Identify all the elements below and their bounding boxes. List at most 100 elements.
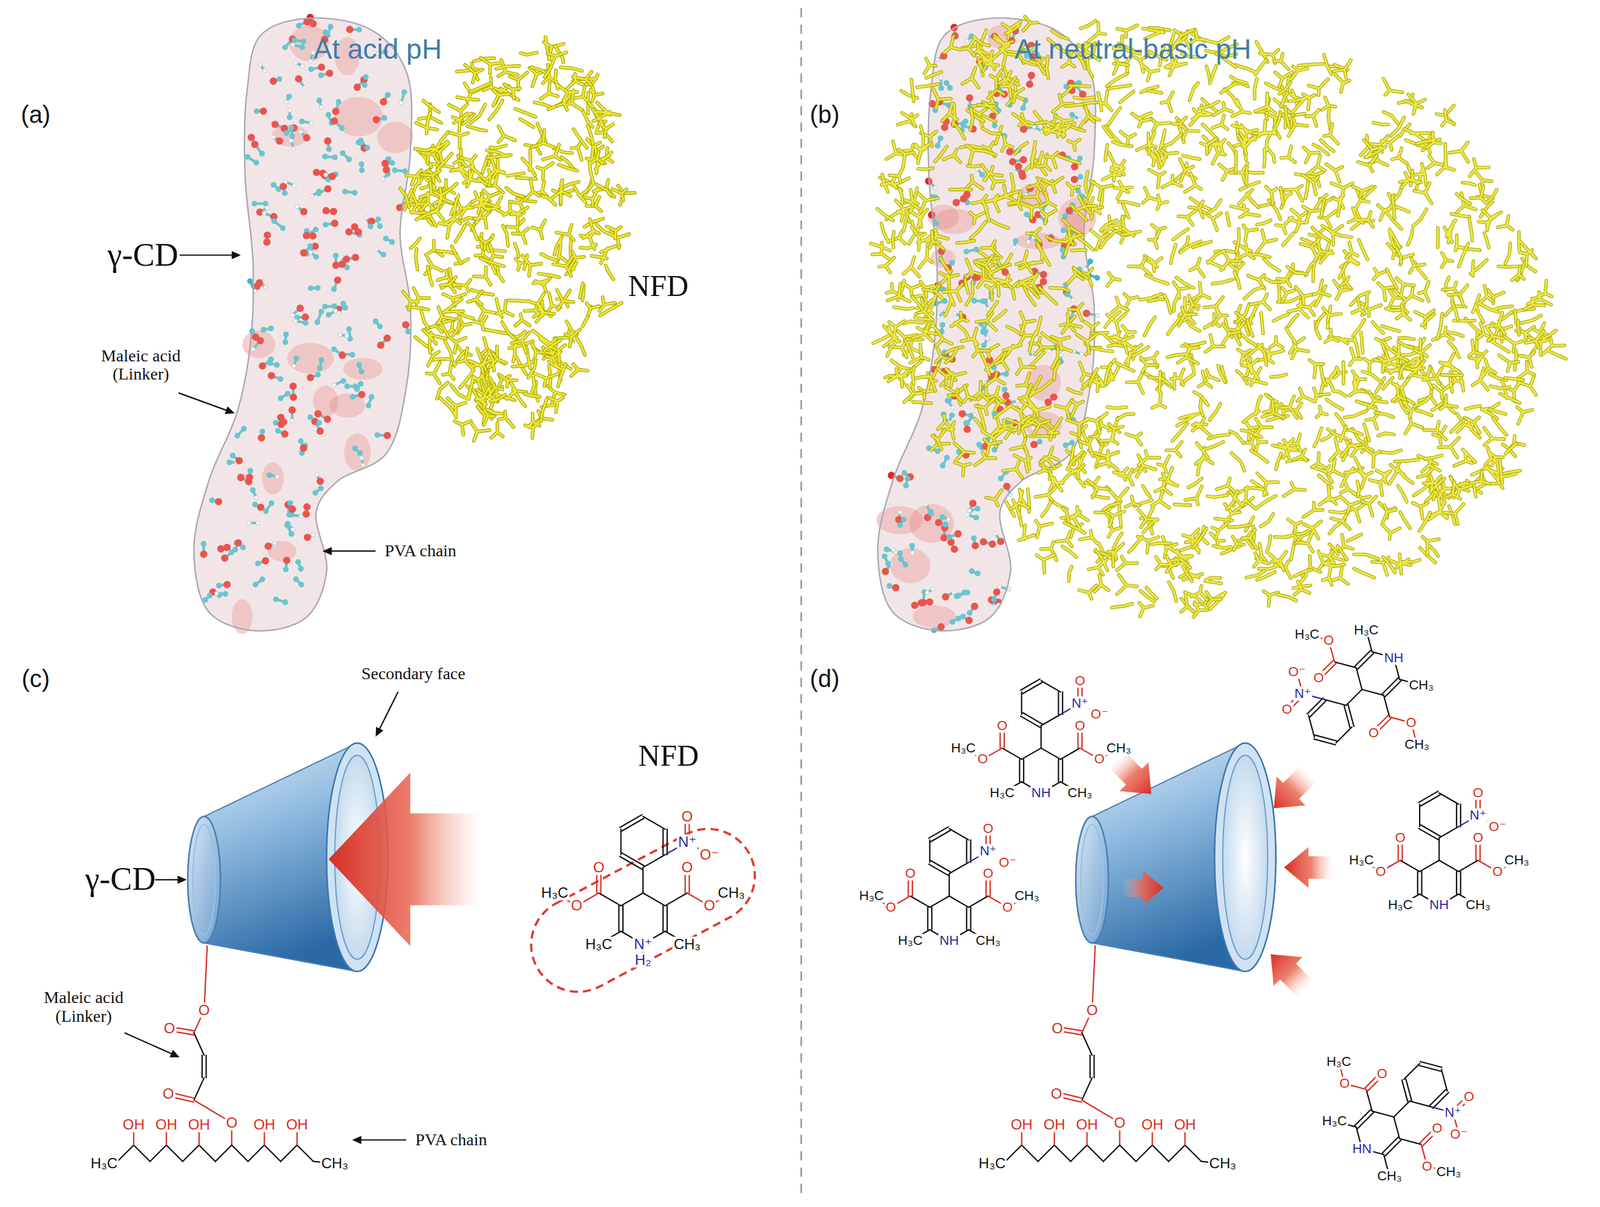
chemical-bond xyxy=(968,895,988,908)
chemical-bond xyxy=(665,892,688,906)
chemical-bond xyxy=(1324,699,1347,706)
chemical-bond xyxy=(949,862,969,875)
atom-label: H₃C xyxy=(1386,898,1415,913)
chemical-bond xyxy=(1021,1145,1039,1162)
arrow-shape xyxy=(1283,846,1334,888)
chemical-bond xyxy=(297,1145,314,1162)
chemical-bond xyxy=(929,895,950,908)
chemical-bond xyxy=(929,840,931,863)
cyclodextrin-model xyxy=(193,13,413,635)
chemical-bond xyxy=(642,854,666,868)
chemical-bond xyxy=(1420,825,1441,837)
chemical-bond xyxy=(928,826,949,839)
leader-arrow xyxy=(178,392,235,415)
atom-label: NH xyxy=(1428,898,1450,913)
chemical-bond xyxy=(1041,748,1061,760)
chemical-bond xyxy=(1458,860,1478,872)
dashed-outline xyxy=(514,812,772,1009)
chemical-bond xyxy=(969,840,972,863)
atom-label: O xyxy=(981,866,995,881)
nfd-cluster xyxy=(400,36,636,441)
chemical-bond xyxy=(1061,759,1064,782)
chemical-bond xyxy=(1356,667,1363,690)
atom-label: H₃C xyxy=(1293,627,1321,642)
chemical-bond xyxy=(1455,871,1458,895)
leader-head xyxy=(177,875,187,884)
atom-label: NH xyxy=(938,934,961,949)
chemical-bond xyxy=(618,905,620,932)
chemical-bond xyxy=(598,892,622,906)
chemical-bond xyxy=(1057,691,1059,715)
binding-arrow xyxy=(1122,870,1164,906)
chemical-bond xyxy=(1409,1101,1432,1108)
md-snapshot-acid xyxy=(193,13,635,635)
arrow-shape xyxy=(1259,759,1323,823)
part-label: PVA chain xyxy=(384,541,457,561)
chemical-bond xyxy=(1402,1079,1409,1102)
atom-label: CH₃ xyxy=(1464,898,1492,913)
chemical-bond xyxy=(1093,1055,1095,1078)
nfd-structure xyxy=(554,814,732,961)
cyclodextrin-cone xyxy=(1075,742,1276,972)
leader-arrows xyxy=(124,251,407,1145)
atom-label: H₃C xyxy=(1353,623,1381,638)
atom-label: O xyxy=(1073,718,1087,733)
atom-label: OH xyxy=(1009,1116,1034,1133)
part-label: PVA chain xyxy=(415,1130,488,1150)
chemical-bond xyxy=(662,905,664,932)
chemical-bond xyxy=(1438,826,1459,839)
chemical-bond xyxy=(204,946,208,1011)
atom-ball xyxy=(1087,258,1093,264)
chemical-bond xyxy=(1393,1101,1410,1117)
chemical-bond xyxy=(1313,739,1336,746)
binding-arrow xyxy=(1259,759,1323,823)
molecule-label: γ-CD xyxy=(107,237,179,274)
atom-label: O xyxy=(1491,864,1504,879)
atom-label: OH xyxy=(121,1116,146,1133)
linker-and-pva xyxy=(105,946,334,1164)
panel-letter: (b) xyxy=(809,101,840,128)
atom-label: O xyxy=(1093,752,1107,767)
atom-label: N⁺ xyxy=(1070,696,1090,711)
chemical-bond xyxy=(1420,871,1423,895)
atom-label: O xyxy=(1376,1066,1389,1081)
chemical-bond xyxy=(1308,715,1315,738)
atom-label: CH₃ xyxy=(716,885,746,901)
chemical-bond xyxy=(1087,1145,1104,1162)
leader-head xyxy=(375,727,384,738)
chemical-bond xyxy=(1184,1145,1202,1162)
atom-label: O xyxy=(1322,633,1335,648)
atom-label: O xyxy=(903,866,917,881)
atom-label: H₃C xyxy=(896,934,924,949)
cone-body xyxy=(1075,742,1276,972)
column-heading: At acid pH xyxy=(313,33,442,65)
atom-label: H₂ xyxy=(633,952,653,968)
atom-label: CH₃ xyxy=(974,934,1002,949)
chemical-bond xyxy=(117,1145,134,1162)
atom-label: OH xyxy=(154,1116,179,1133)
leader-line xyxy=(154,879,181,881)
chemical-bond xyxy=(1460,871,1462,895)
chemical-bond xyxy=(949,828,969,841)
chemical-bond xyxy=(1081,1077,1093,1100)
chemical-bond xyxy=(949,895,969,908)
secondary-face xyxy=(1214,742,1276,972)
atom-label: O xyxy=(1420,1159,1434,1174)
atom-label: O xyxy=(1050,1021,1065,1037)
chemical-bond xyxy=(1420,794,1441,807)
panel-separator xyxy=(800,7,803,1200)
chemical-bond xyxy=(1092,946,1096,1011)
atom-label: O xyxy=(1471,785,1485,800)
atom-label: H₃C xyxy=(977,1155,1007,1171)
atom-label: H₃C xyxy=(539,885,570,901)
leader-arrow xyxy=(154,875,187,884)
chemical-bond xyxy=(1362,689,1384,696)
atom-label: O xyxy=(224,1115,239,1131)
panel-letter: (d) xyxy=(809,665,840,692)
arrow-shape xyxy=(1122,870,1164,906)
chemical-bond xyxy=(1070,1145,1088,1162)
chemical-bond xyxy=(1061,691,1064,715)
nfd-structure xyxy=(1361,791,1518,906)
atom-label: O⁻ xyxy=(1287,665,1307,680)
chemical-bond xyxy=(1022,712,1042,725)
